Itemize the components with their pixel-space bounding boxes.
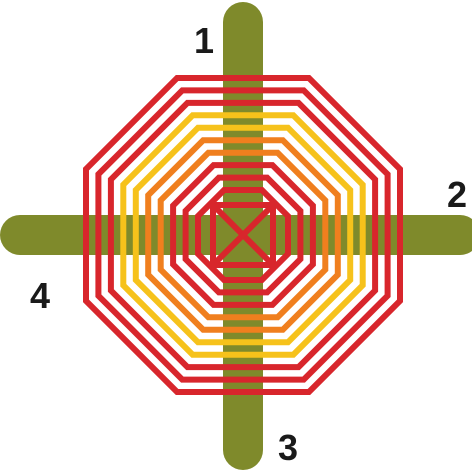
stick-label-2: 2 xyxy=(447,174,467,215)
stick-label-4: 4 xyxy=(30,275,50,316)
stick-label-3: 3 xyxy=(278,427,298,468)
stick-label-1: 1 xyxy=(194,20,214,61)
